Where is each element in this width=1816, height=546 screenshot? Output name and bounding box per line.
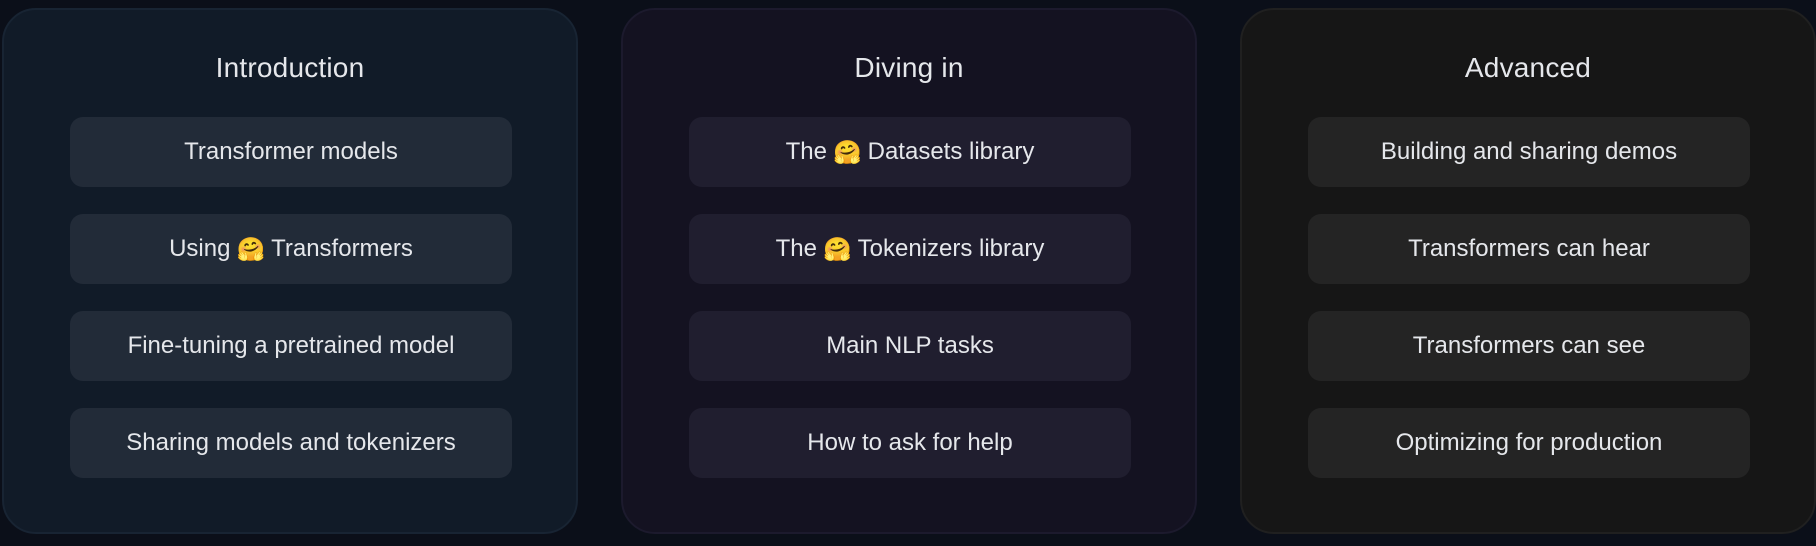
chapter-building-demos[interactable]: Building and sharing demos: [1308, 117, 1750, 187]
chapter-transformers-see[interactable]: Transformers can see: [1308, 311, 1750, 381]
chapter-sharing-models[interactable]: Sharing models and tokenizers: [70, 408, 512, 478]
chapter-label: Building and sharing demos: [1380, 138, 1678, 165]
chapter-transformer-models[interactable]: Transformer models: [70, 117, 512, 187]
chapter-label-prefix: Using: [169, 235, 231, 262]
hugging-face-icon: 🤗: [236, 235, 266, 262]
chapter-datasets-library[interactable]: The 🤗 Datasets library: [689, 117, 1131, 187]
chapter-label: How to ask for help: [807, 429, 1013, 456]
chapter-label: Optimizing for production: [1395, 429, 1663, 456]
chapter-label-prefix: The: [775, 235, 817, 262]
chapter-label-suffix: Datasets library: [867, 138, 1035, 165]
chapter-label: Transformers can see: [1412, 332, 1646, 359]
chapter-fine-tuning[interactable]: Fine-tuning a pretrained model: [70, 311, 512, 381]
panel-diving-in: Diving in The 🤗 Datasets library The 🤗 T…: [621, 8, 1197, 534]
chapter-label: Transformer models: [184, 138, 398, 165]
chapter-label: Sharing models and tokenizers: [126, 429, 456, 456]
chapter-label-prefix: The: [785, 138, 827, 165]
panel-title-diving-in: Diving in: [854, 52, 964, 83]
chapter-label-suffix: Tokenizers library: [857, 235, 1045, 262]
panel-introduction: Introduction Transformer models Using 🤗 …: [2, 8, 578, 534]
chapter-ask-for-help[interactable]: How to ask for help: [689, 408, 1131, 478]
chapter-optimizing-production[interactable]: Optimizing for production: [1308, 408, 1750, 478]
chapter-transformers-hear[interactable]: Transformers can hear: [1308, 214, 1750, 284]
panel-advanced: Advanced Building and sharing demos Tran…: [1240, 8, 1816, 534]
chapter-label: Transformers can hear: [1408, 235, 1650, 262]
chapter-tokenizers-library[interactable]: The 🤗 Tokenizers library: [689, 214, 1131, 284]
hugging-face-icon: 🤗: [832, 138, 862, 165]
hugging-face-icon: 🤗: [822, 235, 852, 262]
chapter-label-suffix: Transformers: [271, 235, 413, 262]
panel-title-introduction: Introduction: [215, 52, 365, 83]
chapter-label: Fine-tuning a pretrained model: [127, 332, 455, 359]
chapter-main-nlp-tasks[interactable]: Main NLP tasks: [689, 311, 1131, 381]
chapter-using-transformers[interactable]: Using 🤗 Transformers: [70, 214, 512, 284]
panel-title-advanced: Advanced: [1464, 52, 1592, 83]
chapter-label: Main NLP tasks: [826, 332, 994, 359]
